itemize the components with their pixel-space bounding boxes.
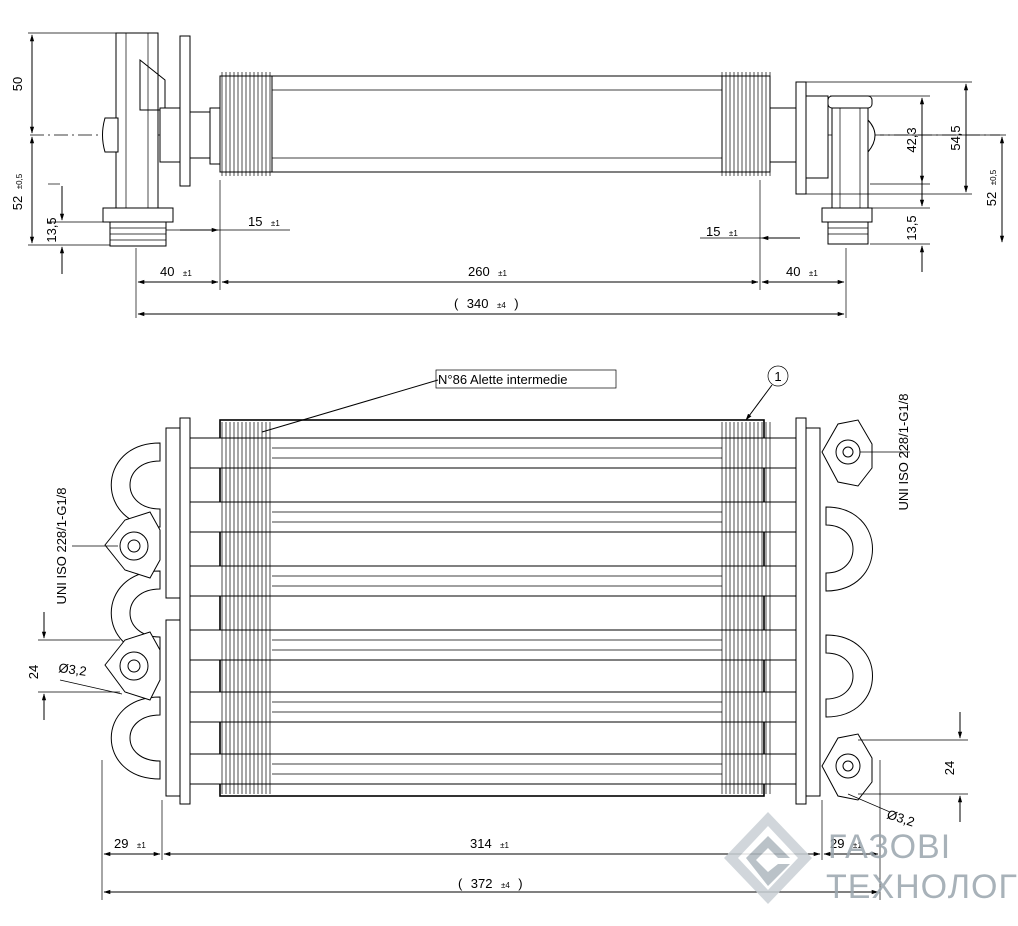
central-tube <box>219 75 771 173</box>
dim-offset-left: 40 ±1 <box>160 263 192 280</box>
fins-label: N°86 Alette intermedie <box>438 372 568 387</box>
dim-thread-right: 13,5 <box>904 215 919 240</box>
left-bends <box>110 442 161 780</box>
top-view: 50 52 ±0,5 13,5 15 ±1 <box>9 32 1006 318</box>
item-balloon: 1 <box>745 365 789 421</box>
tube <box>189 565 797 597</box>
left-flange-lower <box>104 631 161 701</box>
core-frame <box>219 419 765 797</box>
dim-pitch-left: 24 <box>26 665 41 679</box>
tube <box>189 629 797 661</box>
return-bend <box>825 506 873 592</box>
right-fitting <box>769 81 876 245</box>
dim-hole-left: Ø3,2 <box>58 660 88 679</box>
logo-line-2: ТЕХНОЛОГІЇ <box>826 868 1018 906</box>
dim-hole-right: Ø3,2 <box>885 807 916 830</box>
front-fins-right <box>721 422 771 794</box>
top-fins-right <box>721 72 771 176</box>
logo-mark <box>724 812 812 904</box>
return-bend <box>825 634 873 718</box>
tube <box>189 753 797 785</box>
left-end-plates <box>165 417 191 805</box>
front-tubes <box>189 437 797 785</box>
tube <box>189 437 797 469</box>
left-fitting <box>102 32 221 247</box>
top-fins-left <box>221 72 271 176</box>
dim-length-core: 260 ±1 <box>468 263 508 280</box>
dim-right-42: 42,3 <box>904 127 919 152</box>
dim-height-upper: 50 <box>10 77 25 91</box>
dim-right-54: 54,5 <box>948 125 963 150</box>
right-end-plates <box>795 417 821 805</box>
dim-thread-left: 13,5 <box>44 217 59 242</box>
top-gap-left-dimension: 15 ±1 <box>166 180 290 290</box>
left-pitch-dimension: 24 Ø3,2 <box>26 612 123 720</box>
thread-spec-left: UNI ISO 228/1-G1/8 <box>54 487 69 604</box>
dim-pitch-right: 24 <box>942 761 957 775</box>
left-flange-upper <box>104 511 161 579</box>
right-flange-upper <box>821 419 873 487</box>
item-number: 1 <box>774 369 781 384</box>
dim-gap-right: 15 ±1 <box>706 223 738 240</box>
top-right-dimensions: 42,3 54,5 52 ±0,5 13,5 <box>800 81 1006 272</box>
top-chain-dimensions: 40 ±1 260 ±1 40 ±1 ( 340 ±4 ) <box>135 248 847 318</box>
dim-front-offset-left: 29 ±1 <box>114 835 146 852</box>
dim-length-total: ( 340 ±4 ) <box>454 295 519 312</box>
dim-front-length-total: ( 372 ±4 ) <box>458 875 523 892</box>
top-gap-right-dimension: 15 ±1 <box>700 180 800 290</box>
right-flange-lower <box>821 733 873 801</box>
front-fins-left <box>221 422 271 794</box>
return-bend <box>110 442 161 528</box>
dim-gap-left: 15 ±1 <box>248 213 280 230</box>
tube <box>189 691 797 723</box>
dim-height-lower: 52 ±0,5 <box>9 173 26 210</box>
brand-logo: ГАЗОВІ ТЕХНОЛОГІЇ <box>724 812 1018 906</box>
dim-front-offset-right: 29 ±1 <box>830 835 862 852</box>
dim-front-length-core: 314 ±1 <box>470 835 510 852</box>
dim-right-52: 52 ±0,5 <box>983 169 1000 206</box>
dim-offset-right: 40 ±1 <box>786 263 818 280</box>
front-view: N°86 Alette intermedie 1 UNI ISO 228/1-G… <box>26 365 968 900</box>
fins-callout: N°86 Alette intermedie <box>261 369 617 433</box>
right-bends <box>825 506 873 718</box>
return-bend <box>110 696 161 780</box>
front-chain-dimensions: 29 ±1 314 ±1 29 ±1 ( 372 ±4 ) <box>101 760 881 900</box>
logo-line-1: ГАЗОВІ <box>828 828 951 866</box>
top-left-dimensions: 50 52 ±0,5 13,5 <box>9 32 116 274</box>
tube <box>189 501 797 533</box>
